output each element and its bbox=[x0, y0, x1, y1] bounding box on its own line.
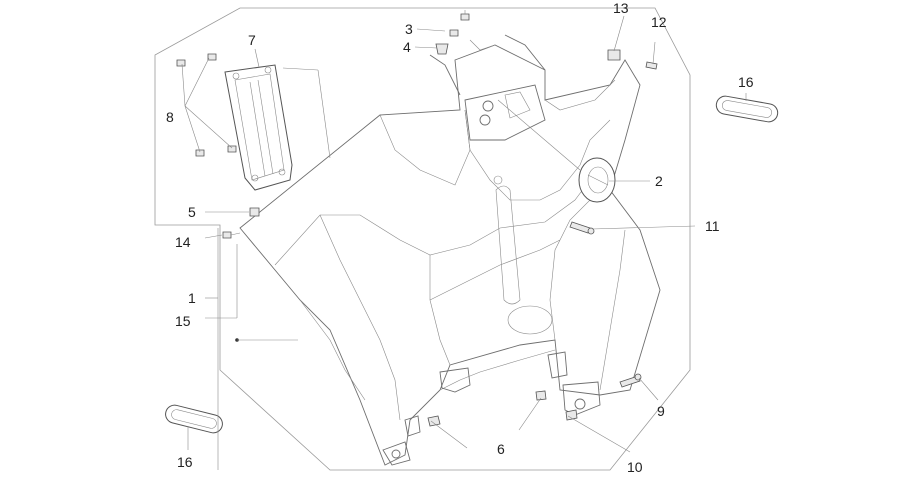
part-3-screw bbox=[460, 10, 470, 21]
label-3: 3 bbox=[405, 21, 413, 37]
part-5-nut bbox=[249, 207, 260, 217]
part-6-clip-b bbox=[535, 390, 547, 401]
part-16-badge-bottom bbox=[165, 404, 223, 434]
label-16-bottom: 16 bbox=[177, 454, 193, 470]
leader-lines bbox=[181, 15, 747, 470]
front-shield-body bbox=[239, 44, 661, 466]
part-4-clip bbox=[435, 43, 449, 55]
label-12: 12 bbox=[651, 14, 667, 30]
part-2-cap bbox=[578, 157, 616, 203]
part-8-screw-a bbox=[176, 59, 186, 67]
part-8-screw-d bbox=[227, 145, 237, 153]
part-8-screw-b bbox=[207, 53, 217, 61]
assembly-outline bbox=[154, 7, 691, 471]
part-3-screw-b bbox=[449, 29, 459, 37]
lower-brackets bbox=[382, 351, 601, 466]
part-6-clip-a bbox=[427, 415, 441, 427]
label-4: 4 bbox=[403, 39, 411, 55]
label-16-top: 16 bbox=[738, 74, 754, 90]
label-9: 9 bbox=[657, 403, 665, 419]
label-1: 1 bbox=[188, 290, 196, 306]
part-14-screw bbox=[222, 231, 241, 239]
center-bolt-hole bbox=[493, 175, 503, 185]
label-13: 13 bbox=[613, 0, 629, 16]
part-13-clip bbox=[607, 49, 621, 61]
part-12-screw bbox=[645, 61, 658, 70]
label-10: 10 bbox=[627, 459, 643, 475]
label-2: 2 bbox=[655, 173, 663, 189]
part-10-clip bbox=[565, 409, 578, 421]
label-14: 14 bbox=[175, 234, 191, 250]
label-15: 15 bbox=[175, 313, 191, 329]
part-8-screw-c bbox=[195, 149, 205, 157]
label-5: 5 bbox=[188, 204, 196, 220]
center-slot bbox=[495, 185, 521, 305]
part-9-screw bbox=[619, 373, 642, 388]
part-11-screw bbox=[569, 221, 595, 235]
part-7-bracket bbox=[224, 64, 293, 191]
center-bowl bbox=[507, 305, 553, 335]
label-6: 6 bbox=[497, 441, 505, 457]
label-7: 7 bbox=[248, 32, 256, 48]
part-16-badge-top bbox=[715, 95, 779, 123]
label-8: 8 bbox=[166, 109, 174, 125]
label-11: 11 bbox=[705, 218, 720, 234]
upper-bracket bbox=[429, 34, 546, 141]
